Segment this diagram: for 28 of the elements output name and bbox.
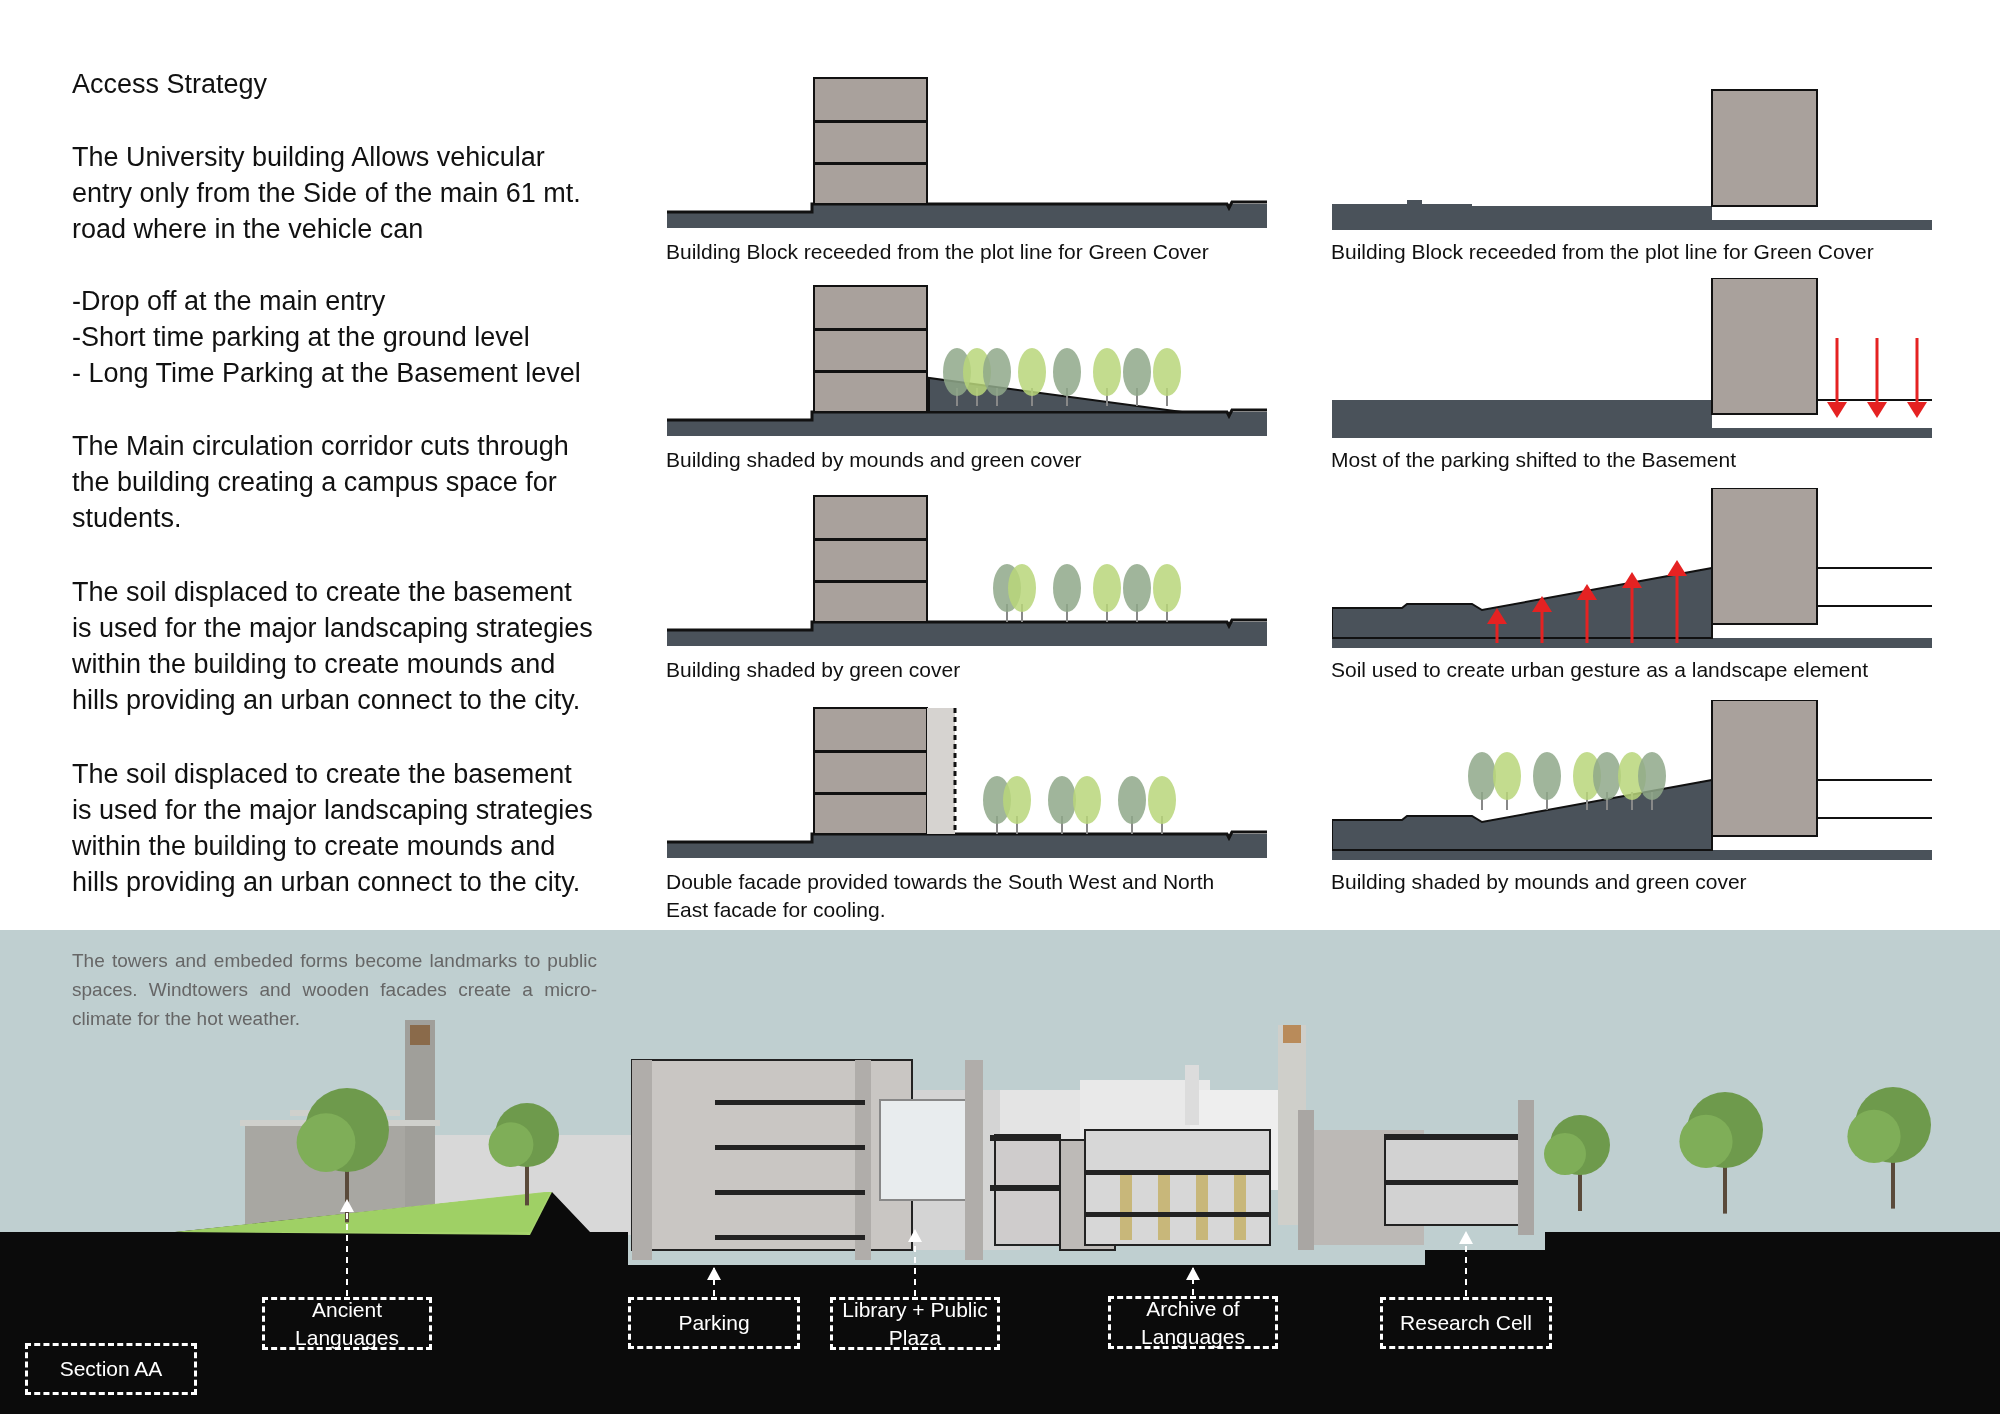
caption: Building shaded by mounds and green cover <box>666 447 1083 473</box>
label-box: Ancient Languages <box>262 1297 432 1350</box>
label-box: Research Cell <box>1380 1297 1552 1349</box>
caption: Building shaded by mounds and green cover <box>1331 869 1748 895</box>
leader-arrow <box>340 1199 354 1297</box>
leader-arrow <box>1186 1267 1200 1296</box>
note: The towers and embeded forms become landmarks to public spaces. Windtowers and wooden facades create a micro- climate for the hot weather. <box>72 949 597 1031</box>
caption: Double facade provided towards the South West and North East facade for cooling. <box>666 869 1216 923</box>
caption: Building Block receeded from the plot line for Green Cover <box>1331 239 1875 265</box>
caption: Soil used to create urban gesture as a landscape element <box>1331 657 1869 683</box>
caption: Most of the parking shifted to the Basement <box>1331 447 1738 473</box>
paragraph: The soil displaced to create the basement is used for the major landscaping strategies within the building to create mounds and hills providing an urban connect to the city. <box>72 758 594 899</box>
caption: Building shaded by green cover <box>666 657 962 683</box>
list-item: -Short time parking at the ground level <box>72 321 531 354</box>
label-box: Parking <box>628 1297 800 1349</box>
leader-arrow <box>908 1229 922 1297</box>
label-box: Archive of Languages <box>1108 1296 1278 1349</box>
label-box: Library + Public Plaza <box>830 1297 1000 1350</box>
list-item: - Long Time Parking at the Basement level <box>72 357 582 390</box>
heading: Access Strategy <box>72 68 269 101</box>
leader-arrow <box>707 1267 721 1297</box>
list-item: -Drop off at the main entry <box>72 285 387 318</box>
paragraph: The University building Allows vehicular entry only from the Side of the main 61 mt. road where in the vehicle can <box>72 141 582 246</box>
paragraph: The Main circulation corridor cuts through the building creating a campus space for students. <box>72 430 570 535</box>
label-box: Section AA <box>25 1343 197 1395</box>
leader-arrow <box>1459 1231 1473 1297</box>
caption: Building Block receeded from the plot line for Green Cover <box>666 239 1210 265</box>
paragraph: The soil displaced to create the basement is used for the major landscaping strategies within the building to create mounds and hills providing an urban connect to the city. <box>72 576 594 717</box>
